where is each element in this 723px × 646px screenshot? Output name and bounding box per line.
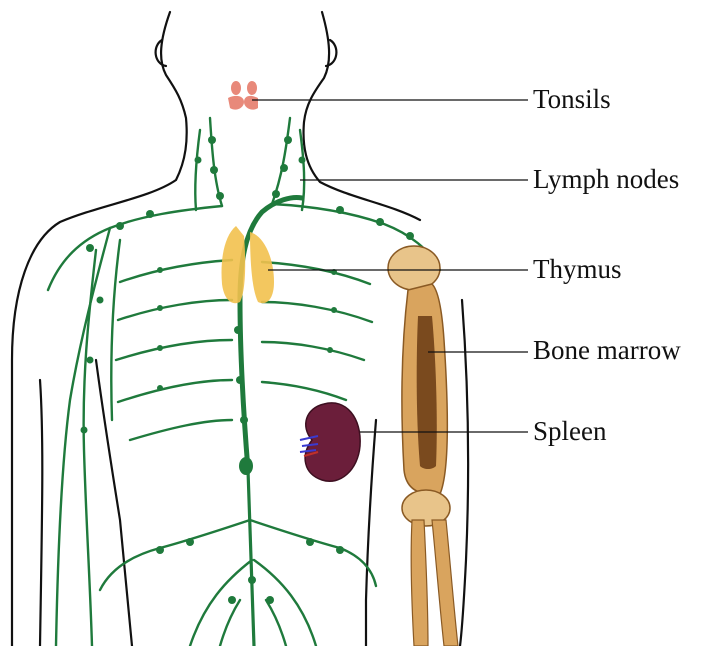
label-thymus: Thymus — [533, 256, 622, 283]
label-tonsils: Tonsils — [533, 86, 611, 113]
tonsils-organ — [228, 81, 258, 110]
label-lymph-nodes: Lymph nodes — [533, 166, 679, 193]
spleen-organ — [300, 403, 360, 481]
lymph-node-beads — [81, 136, 415, 604]
label-spleen: Spleen — [533, 418, 607, 445]
label-bone-marrow: Bone marrow — [533, 337, 681, 364]
lymph-vessels — [48, 118, 440, 646]
arm-bone-with-marrow — [388, 246, 458, 646]
